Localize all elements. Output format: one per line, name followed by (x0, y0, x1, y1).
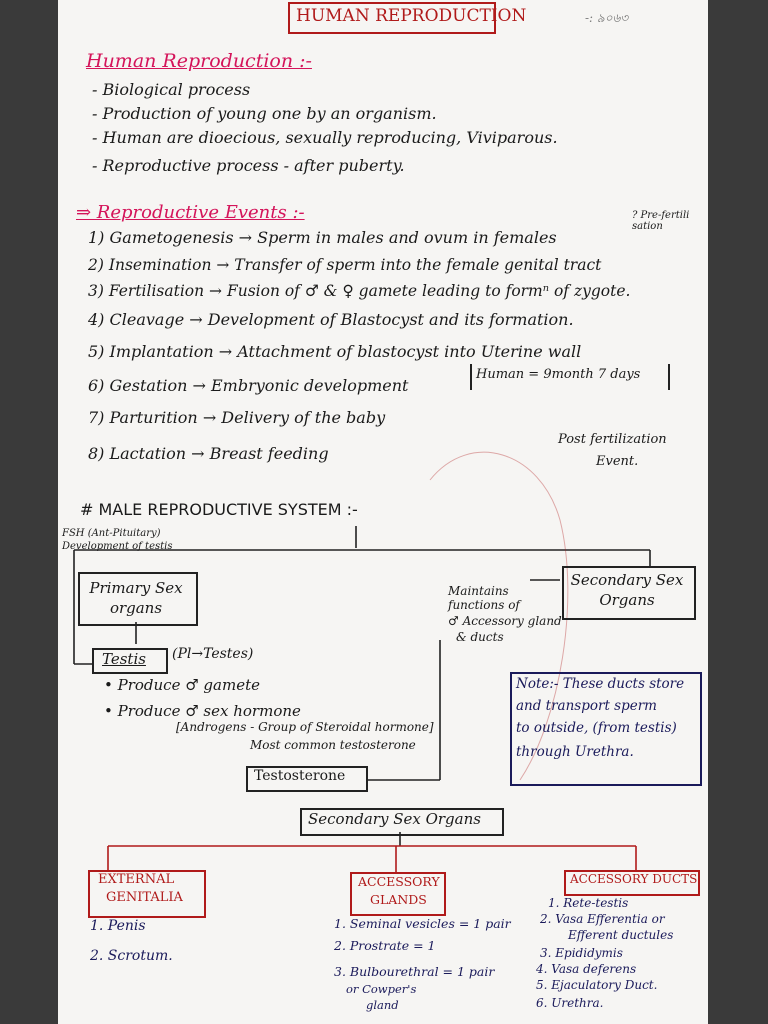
duct-item: Efferent ductules (568, 928, 674, 942)
page-title: HUMAN REPRODUCTION (296, 6, 527, 26)
secondary-sex-organs-center-label: Secondary Sex Organs (308, 810, 481, 828)
event-item: 3) Fertilisation → Fusion of ♂ & ♀ gamet… (88, 282, 631, 300)
post-fertilization-note-1: Post fertilization (558, 432, 667, 447)
fsh-line-2: Development of testis (62, 541, 173, 552)
duct-item: 6. Urethra. (536, 996, 604, 1010)
duct-item: 2. Vasa Efferentia or (540, 912, 665, 926)
primary-sex-organs-box (78, 572, 198, 626)
intro-bullet: - Human are dioecious, sexually reproduc… (92, 128, 558, 147)
events-heading: ⇒ Reproductive Events :- (76, 202, 305, 223)
gestation-bracket (470, 364, 670, 390)
produce-gamete: • Produce ♂ gamete (104, 676, 260, 694)
note-line: to outside, (from testis) (516, 720, 677, 736)
intro-bullet: - Reproductive process - after puberty. (92, 156, 405, 175)
notebook-page (58, 0, 708, 1024)
secondary-sex-organs-label: Secondary Sex Organs (570, 571, 684, 609)
testosterone-label: Testosterone (254, 768, 346, 784)
event-item: 5) Implantation → Attachment of blastocy… (88, 342, 582, 361)
gland-item: 3. Bulbourethral = 1 pair (334, 964, 495, 979)
testosterone-box (246, 766, 368, 792)
external-genitalia-box (88, 870, 206, 918)
event-item: 6) Gestation → Embryonic development (88, 376, 409, 395)
post-fertilization-note-2: Event. (596, 454, 639, 469)
accessory-ducts-box (564, 870, 700, 896)
most-common-note: Most common testosterone (250, 738, 416, 752)
fsh-line-1: FSH (Ant-Pituitary) (62, 528, 161, 539)
maintains-line: Maintains (448, 584, 509, 598)
intro-heading: Human Reproduction :- (86, 50, 312, 72)
note-line: Note:- These ducts store (516, 676, 685, 692)
event-item: 4) Cleavage → Development of Blastocyst … (88, 310, 574, 329)
title-box (288, 2, 496, 34)
secondary-sex-organs-box (562, 566, 696, 620)
maintains-line: ♂ Accessory gland (448, 614, 562, 628)
pre-fertilisation-note: ? Pre-fertili sation (632, 210, 690, 232)
testis-plural-note: (Pl→Testes) (172, 646, 254, 662)
testis-label: Testis (102, 650, 146, 668)
accessory-glands-title: GLANDS (370, 892, 427, 907)
duct-item: 1. Rete-testis (548, 896, 629, 910)
maintains-line: functions of (448, 598, 520, 612)
gland-item: or Cowper's (346, 982, 417, 996)
androgens-note: [Androgens - Group of Steroidal hormone] (176, 720, 434, 734)
primary-sex-organs-label: Primary Sex organs (89, 579, 183, 617)
event-item: 8) Lactation → Breast feeding (88, 444, 329, 463)
external-genitalia-title: GENITALIA (106, 890, 183, 905)
event-item: 7) Parturition → Delivery of the baby (88, 408, 386, 427)
duct-item: 3. Epididymis (540, 946, 623, 960)
intro-bullet: - Biological process (92, 80, 251, 99)
accessory-ducts-title: ACCESSORY DUCTS (570, 872, 698, 886)
gland-item: 1. Seminal vesicles = 1 pair (334, 916, 511, 931)
note-line: and transport sperm (516, 698, 657, 714)
intro-bullet: - Production of young one by an organism… (92, 104, 437, 123)
note-box (510, 672, 702, 786)
maintains-line: & ducts (456, 630, 504, 644)
accessory-glands-title: ACCESSORY (358, 874, 440, 889)
external-item: 2. Scrotum. (90, 948, 173, 964)
gestation-note: Human = 9month 7 days (476, 367, 641, 382)
testis-box (92, 648, 168, 674)
external-genitalia-title: EXTERNAL (98, 872, 175, 887)
produce-hormone: • Produce ♂ sex hormone (104, 702, 301, 720)
corner-scrawl: -: ৯০৬৩ (585, 11, 629, 25)
duct-item: 4. Vasa deferens (536, 962, 637, 976)
event-item: 2) Insemination → Transfer of sperm into… (88, 256, 602, 274)
secondary-sex-organs-center-box (300, 808, 504, 836)
accessory-glands-box (350, 872, 446, 916)
external-item: 1. Penis (90, 918, 146, 934)
note-line: through Urethra. (516, 744, 634, 760)
gland-item: gland (366, 998, 399, 1012)
duct-item: 5. Ejaculatory Duct. (536, 978, 658, 992)
male-system-heading: # MALE REPRODUCTIVE SYSTEM :- (80, 500, 358, 519)
event-item: 1) Gametogenesis → Sperm in males and ov… (88, 228, 557, 247)
gland-item: 2. Prostrate = 1 (334, 938, 436, 953)
